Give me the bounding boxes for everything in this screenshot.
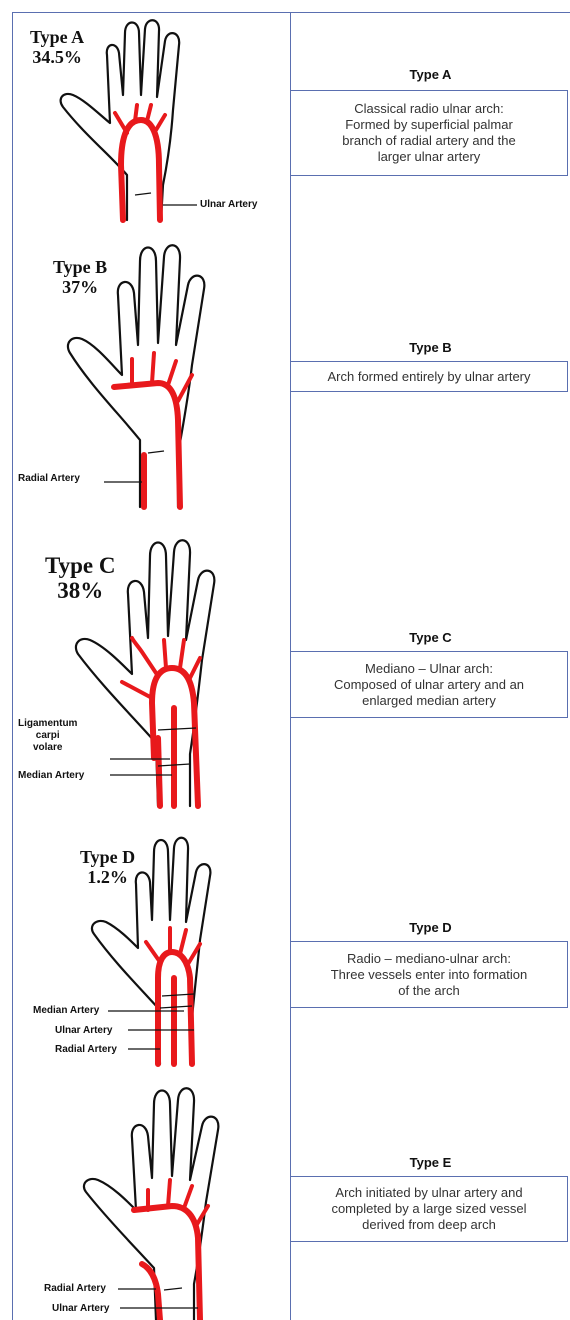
type-a-description: Classical radio ulnar arch: Formed by su… xyxy=(291,90,568,176)
type-e-description: Arch initiated by ulnar artery and compl… xyxy=(291,1176,568,1242)
type-a-heading: Type A xyxy=(291,67,570,82)
palmar-branches xyxy=(146,928,200,964)
description-line: Classical radio ulnar arch: xyxy=(342,101,515,117)
description-line: Formed by superficial palmar xyxy=(342,117,515,133)
table-left-border xyxy=(12,12,13,1320)
description-line: branch of radial artery and the xyxy=(342,133,515,149)
description-line: Arch formed entirely by ulnar artery xyxy=(327,369,530,385)
crease-mark xyxy=(135,193,151,195)
type-b-description: Arch formed entirely by ulnar artery xyxy=(290,361,568,392)
description-line: enlarged median artery xyxy=(334,693,524,709)
hand-e-radial-label: Radial Artery xyxy=(44,1283,106,1294)
description-line: derived from deep arch xyxy=(331,1217,526,1233)
description-line: Mediano – Ulnar arch: xyxy=(334,661,524,677)
hand-b-leader xyxy=(104,478,144,488)
type-d-heading: Type D xyxy=(291,920,570,935)
palmar-branches xyxy=(132,353,192,401)
hand-d-ulnar-label: Ulnar Artery xyxy=(55,1025,112,1036)
type-b-heading: Type B xyxy=(291,340,570,355)
hand-c-leaders xyxy=(110,754,180,784)
label-line: carpi xyxy=(36,730,60,741)
description-line: completed by a large sized vessel xyxy=(331,1201,526,1217)
description-line: Arch initiated by ulnar artery and xyxy=(331,1185,526,1201)
type-e-heading: Type E xyxy=(291,1155,570,1170)
hand-a-illustration xyxy=(55,15,255,225)
description-line: larger ulnar artery xyxy=(342,149,515,165)
hand-b-radial-label: Radial Artery xyxy=(18,473,80,484)
type-c-heading: Type C xyxy=(291,630,570,645)
label-line: Ligamentum xyxy=(18,718,77,729)
label-line: volare xyxy=(33,742,62,753)
description-line: of the arch xyxy=(331,983,528,999)
description-line: Composed of ulnar artery and an xyxy=(334,677,524,693)
palmar-branches xyxy=(148,1180,208,1226)
hand-e-leaders xyxy=(116,1286,206,1316)
type-d-description: Radio – mediano-ulnar arch: Three vessel… xyxy=(291,941,568,1008)
hand-e-ulnar-label: Ulnar Artery xyxy=(52,1303,109,1314)
description-line: Radio – mediano-ulnar arch: xyxy=(331,951,528,967)
crease-mark xyxy=(148,451,164,453)
hand-outline xyxy=(68,245,204,507)
hand-c-median-label: Median Artery xyxy=(18,770,84,781)
table-top-border xyxy=(12,12,570,13)
hand-c-ligamentum-label: Ligamentum carpi volare xyxy=(18,718,77,754)
hand-a-ulnar-label: Ulnar Artery xyxy=(200,199,257,210)
hand-b-illustration xyxy=(60,235,260,510)
type-c-description: Mediano – Ulnar arch: Composed of ulnar … xyxy=(291,651,568,718)
hand-d-median-label: Median Artery xyxy=(33,1005,99,1016)
description-line: Three vessels enter into formation xyxy=(331,967,528,983)
hand-d-leaders xyxy=(108,1004,198,1059)
